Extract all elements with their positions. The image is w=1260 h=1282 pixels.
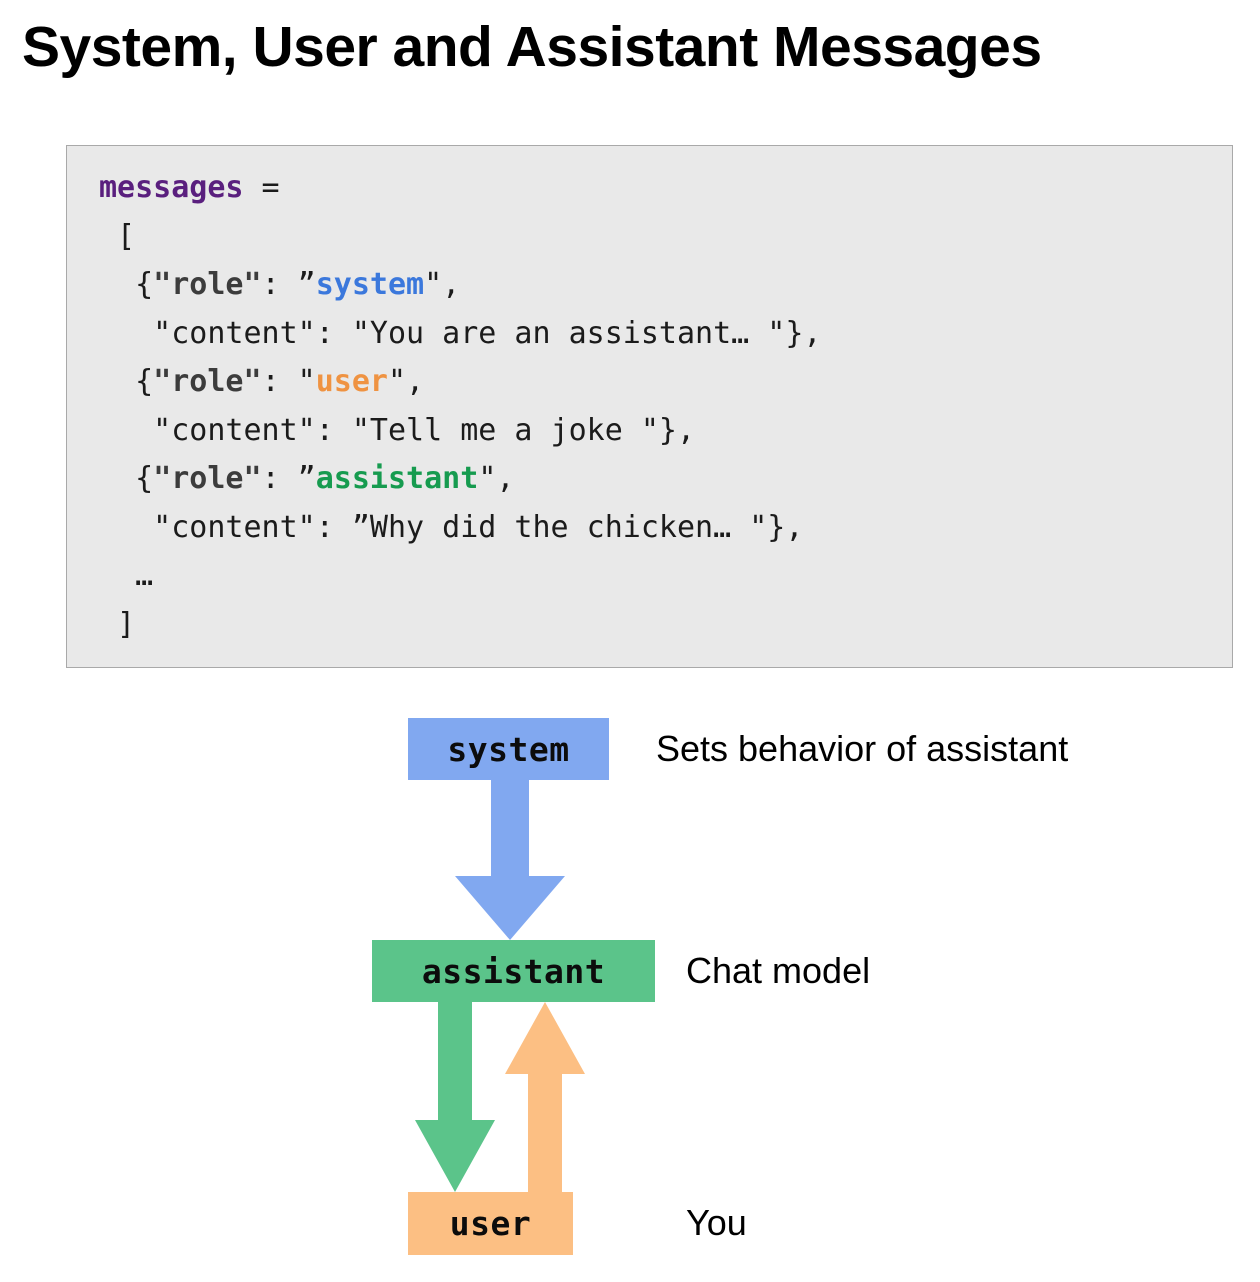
code-line: {"role": ”system", — [99, 261, 821, 310]
role-caption-system: Sets behavior of assistant — [656, 728, 1069, 769]
code-token-plain: ", — [424, 267, 461, 302]
code-token-user: user — [315, 364, 388, 399]
code-token-assistant: assistant — [315, 461, 479, 496]
page-title: System, User and Assistant Messages — [22, 15, 1042, 79]
code-token-plain: "content": "Tell me a joke "}, — [99, 412, 696, 448]
role-box-system[interactable]: system — [408, 718, 609, 780]
code-token-plain: [ — [99, 218, 136, 254]
role-caption-assistant: Chat model — [686, 950, 871, 991]
code-token-key: "role" — [153, 461, 262, 496]
code-token-plain: { — [99, 267, 154, 302]
code-line: [ — [99, 213, 821, 262]
code-line: {"role": "user", — [99, 358, 821, 407]
code-token-plain: : ” — [261, 461, 316, 496]
code-token-key: "role" — [153, 267, 262, 302]
code-token-system: system — [315, 267, 425, 302]
code-listing: messages = [ {"role": ”system", "content… — [99, 164, 821, 649]
code-line: … — [99, 552, 821, 601]
code-token-key: "role" — [153, 364, 262, 399]
arrow-assistant-to-user-icon — [415, 1002, 495, 1192]
arrow-system-to-assistant-icon — [455, 780, 565, 940]
code-token-plain: { — [99, 364, 154, 399]
code-token-plain: "content": ”Why did the chicken… "}, — [99, 509, 804, 545]
code-line: "content": "You are an assistant… "}, — [99, 310, 821, 359]
code-line: "content": ”Why did the chicken… "}, — [99, 504, 821, 553]
code-line: {"role": ”assistant", — [99, 455, 821, 504]
arrow-user-to-assistant-icon — [505, 1002, 585, 1192]
code-token-plain: : ” — [261, 267, 316, 302]
code-token-plain: { — [99, 461, 154, 496]
code-token-plain: ", — [478, 461, 515, 496]
code-token-plain: = — [243, 170, 280, 205]
role-box-assistant[interactable]: assistant — [372, 940, 655, 1002]
code-token-plain: "content": "You are an assistant… "}, — [99, 315, 822, 351]
role-box-user[interactable]: user — [408, 1192, 573, 1255]
code-token-plain: : " — [261, 364, 316, 399]
code-block: messages = [ {"role": ”system", "content… — [66, 145, 1233, 668]
code-token-plain: … — [99, 558, 154, 593]
code-token-plain: ", — [388, 364, 425, 399]
code-line: "content": "Tell me a joke "}, — [99, 407, 821, 456]
roles-flow-diagram: system Sets behavior of assistant assist… — [0, 690, 1260, 1282]
code-token-var: messages — [99, 170, 244, 205]
code-token-plain: ] — [99, 606, 136, 642]
code-line: messages = — [99, 164, 821, 213]
role-caption-user: You — [686, 1202, 747, 1243]
code-line: ] — [99, 601, 821, 650]
